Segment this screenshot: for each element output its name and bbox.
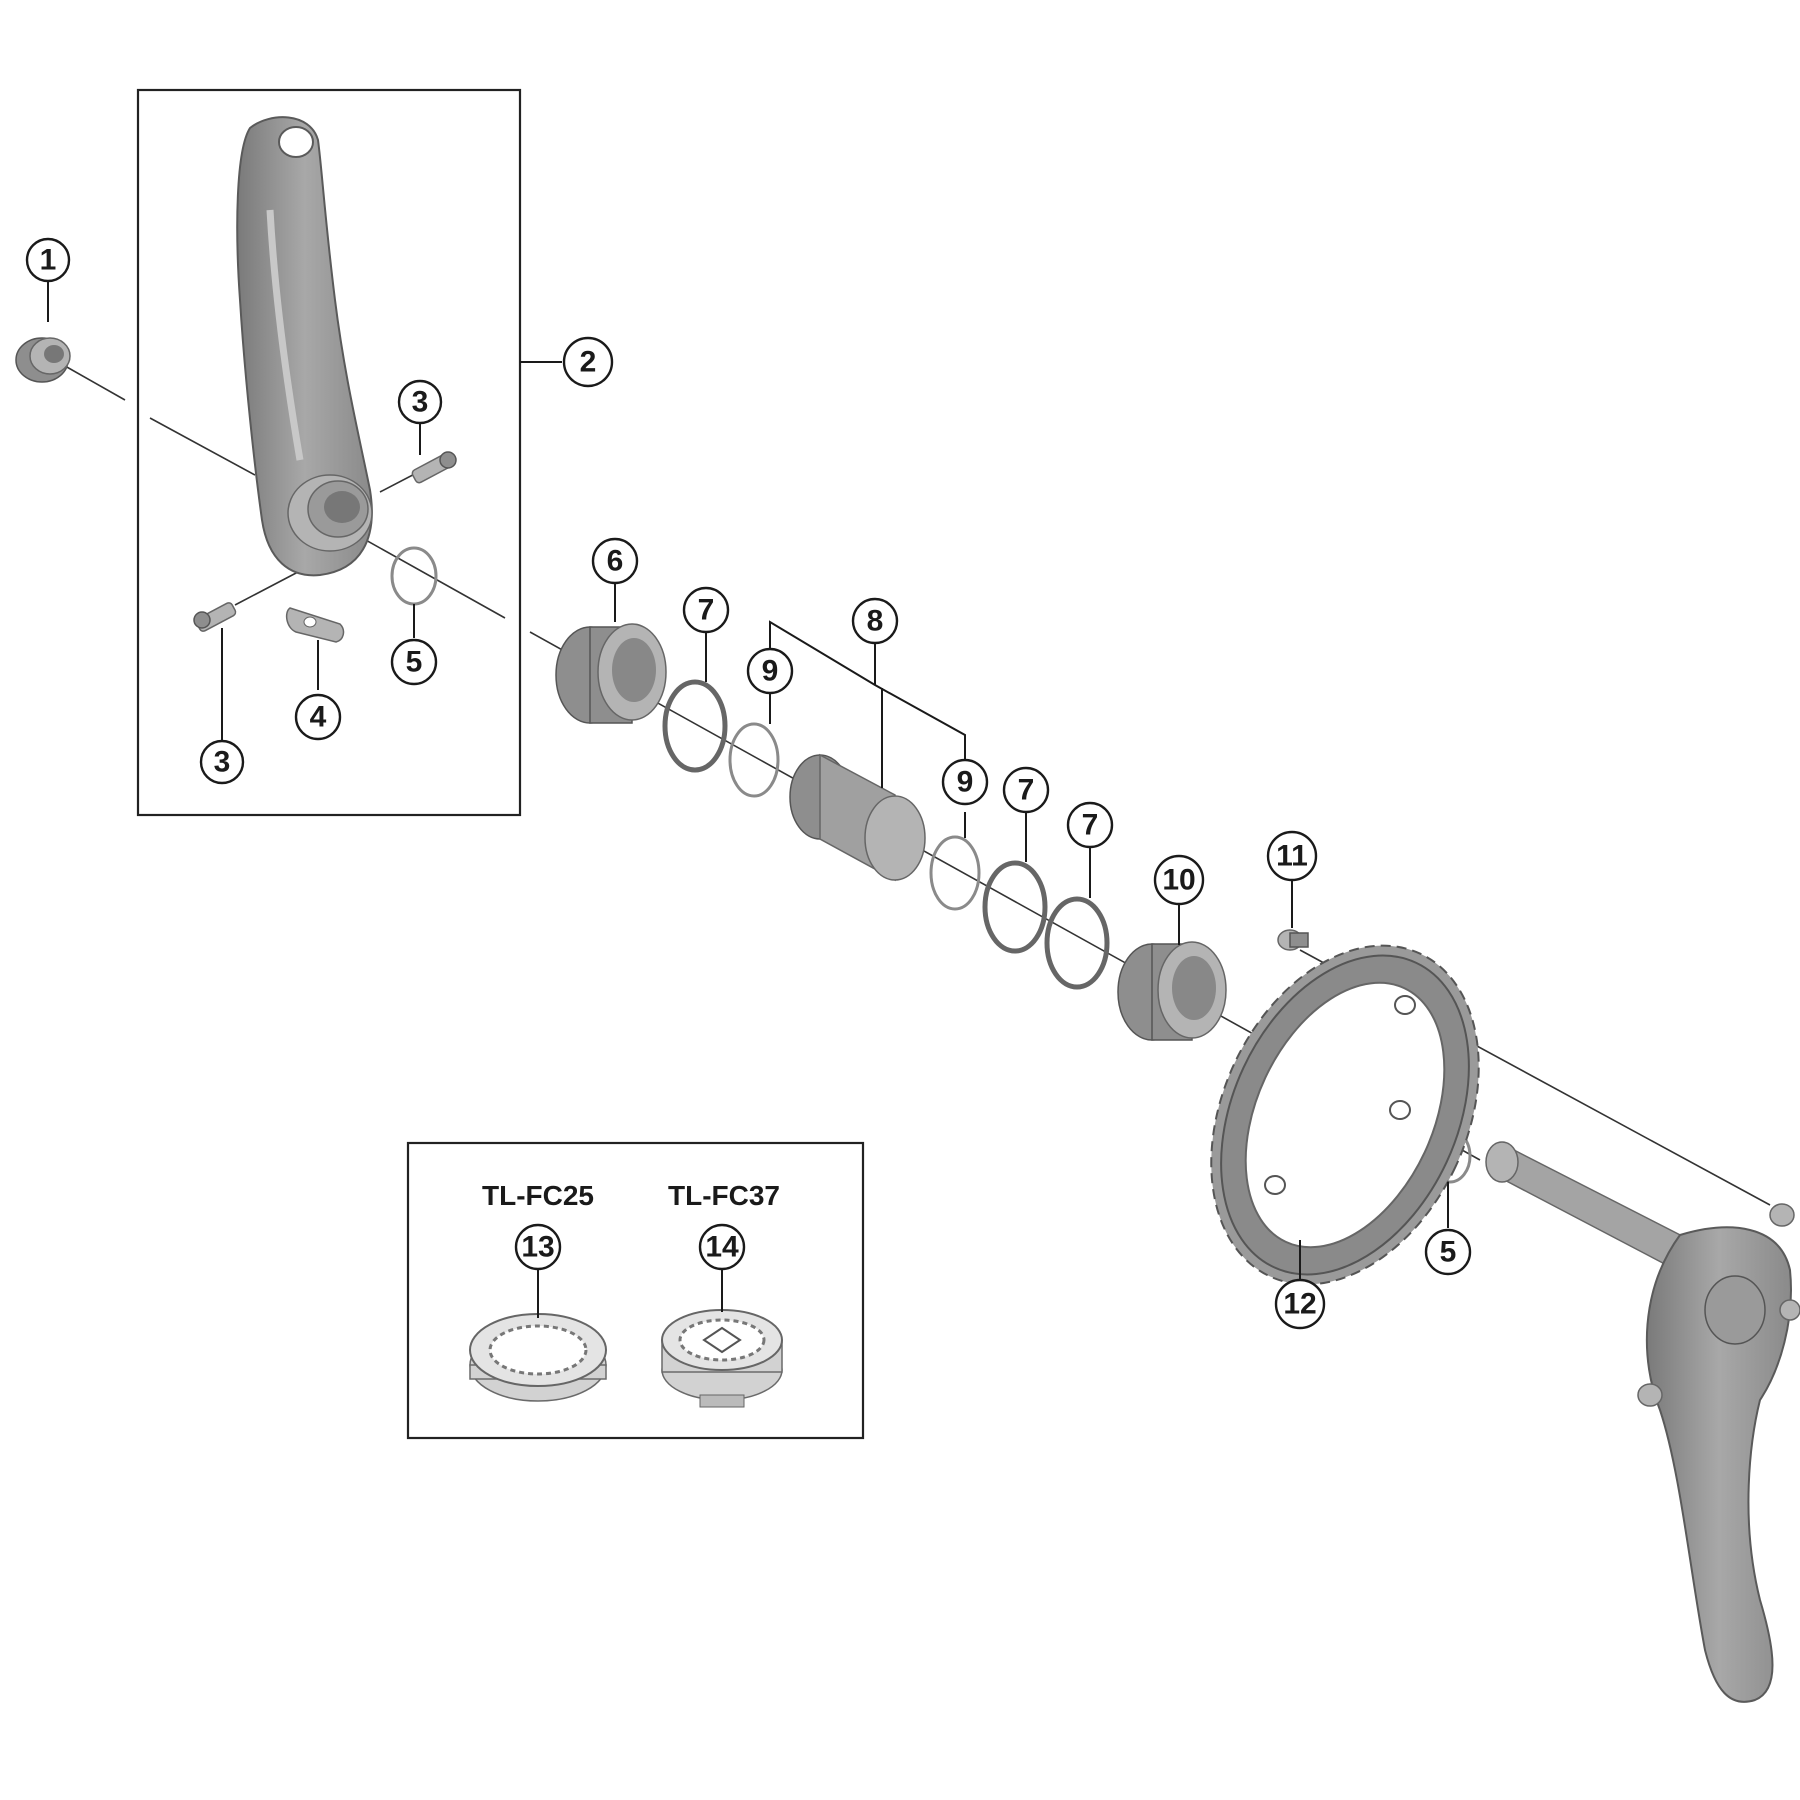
safety-plate-part bbox=[285, 607, 345, 643]
svg-text:2: 2 bbox=[580, 346, 597, 379]
right-bb-cup-part bbox=[1117, 941, 1227, 1041]
callout-6: 6 bbox=[591, 537, 639, 585]
svg-text:7: 7 bbox=[1018, 774, 1035, 807]
left-crank-assembly-frame bbox=[136, 88, 522, 817]
callout-9a: 9 bbox=[746, 647, 794, 695]
svg-text:6: 6 bbox=[607, 545, 624, 578]
callout-11: 11 bbox=[1266, 830, 1318, 882]
bearing-spacer-2-part bbox=[929, 835, 981, 911]
tool-label-tl-fc25: TL-FC25 bbox=[482, 1180, 594, 1211]
right-crank-arm-part bbox=[1485, 1141, 1800, 1703]
spacer-2-part bbox=[982, 860, 1048, 954]
svg-text:13: 13 bbox=[521, 1231, 554, 1264]
svg-text:14: 14 bbox=[705, 1231, 739, 1264]
callout-4: 4 bbox=[294, 693, 342, 741]
svg-text:3: 3 bbox=[412, 386, 429, 419]
chainring-bolt-part bbox=[1277, 929, 1309, 951]
callout-3b: 3 bbox=[199, 739, 245, 785]
axis-line-bolt-lower bbox=[234, 571, 299, 606]
callout-1: 1 bbox=[25, 237, 71, 283]
axis-line-left-crank bbox=[149, 417, 256, 476]
tool-label-tl-fc37: TL-FC37 bbox=[668, 1180, 780, 1211]
svg-text:7: 7 bbox=[1082, 809, 1099, 842]
callout-7c: 7 bbox=[1066, 801, 1114, 849]
chainring-part bbox=[1210, 944, 1480, 1286]
callout-7b: 7 bbox=[1002, 766, 1050, 814]
svg-text:4: 4 bbox=[310, 701, 327, 734]
svg-text:7: 7 bbox=[698, 594, 715, 627]
svg-text:5: 5 bbox=[1440, 1236, 1457, 1269]
svg-text:8: 8 bbox=[867, 605, 884, 638]
svg-text:12: 12 bbox=[1283, 1288, 1316, 1321]
svg-text:9: 9 bbox=[957, 766, 974, 799]
leader-8-bracket bbox=[769, 620, 966, 762]
callout-14: 14 bbox=[698, 1223, 746, 1271]
left-bb-cup-part bbox=[555, 623, 667, 724]
callout-12: 12 bbox=[1274, 1278, 1326, 1330]
axis-line-upper bbox=[57, 361, 126, 401]
callout-2: 2 bbox=[562, 336, 614, 388]
callout-9b: 9 bbox=[941, 758, 989, 806]
callout-5a: 5 bbox=[390, 638, 438, 686]
pinch-bolt-upper-part bbox=[411, 451, 457, 484]
callout-13: 13 bbox=[514, 1223, 562, 1271]
svg-text:9: 9 bbox=[762, 655, 779, 688]
svg-text:5: 5 bbox=[406, 646, 423, 679]
pinch-bolt-lower-part bbox=[193, 602, 237, 632]
spacer-3-part bbox=[1044, 896, 1110, 990]
crank-cap-part bbox=[15, 337, 71, 383]
svg-text:1: 1 bbox=[40, 244, 57, 277]
bearing-spacer-1-part bbox=[728, 722, 780, 798]
left-crank-arm-part bbox=[236, 116, 373, 577]
svg-text:10: 10 bbox=[1162, 864, 1195, 897]
callout-8: 8 bbox=[851, 597, 899, 645]
tools-frame bbox=[406, 1141, 865, 1440]
callout-7a: 7 bbox=[682, 586, 730, 634]
tool-tl-fc25-part bbox=[469, 1313, 607, 1402]
callout-5b: 5 bbox=[1424, 1228, 1472, 1276]
callout-10: 10 bbox=[1153, 854, 1205, 906]
svg-text:11: 11 bbox=[1276, 840, 1308, 873]
tool-tl-fc37-part bbox=[661, 1309, 783, 1408]
inner-cover-part bbox=[789, 753, 926, 882]
callout-3a: 3 bbox=[397, 379, 443, 425]
svg-text:3: 3 bbox=[214, 746, 231, 779]
spacer-1-part bbox=[662, 679, 728, 773]
